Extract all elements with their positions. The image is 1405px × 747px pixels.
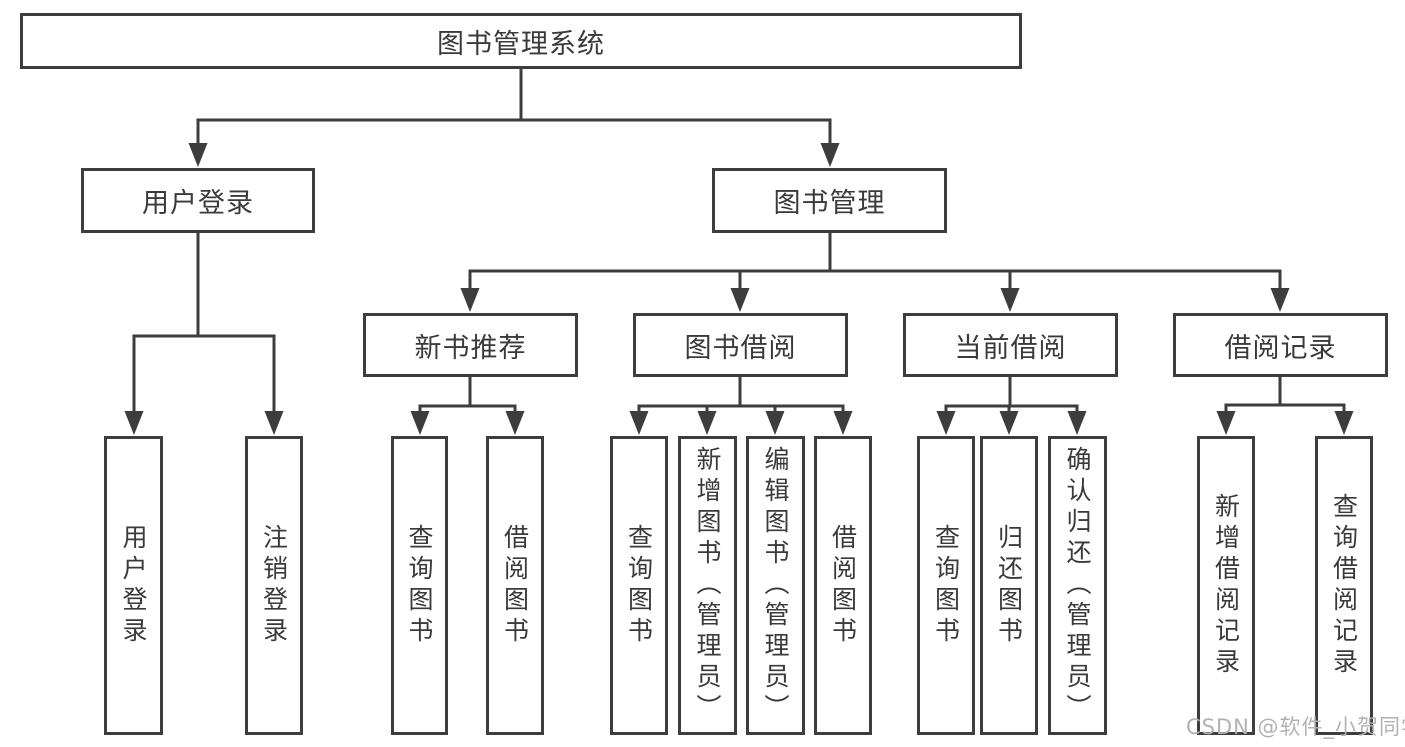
- leaf-bb-query-books: 查询图书: [610, 436, 668, 735]
- leaf-nbr-borrow-books-label: 借阅图书: [500, 523, 530, 648]
- leaf-bb-borrow-books: 借阅图书: [814, 436, 872, 735]
- node-current-borrowing-label: 当前借阅: [954, 332, 1067, 364]
- leaf-bb-edit-books-admin-label: 编辑图书（管理员）: [761, 446, 790, 725]
- leaf-cb-confirm-return-admin-label: 确认归还（管理员）: [1063, 446, 1092, 725]
- leaf-cb-return-books: 归还图书: [980, 436, 1038, 735]
- leaf-bb-borrow-books-label: 借阅图书: [828, 523, 858, 648]
- arrowheads: [124, 143, 1354, 435]
- leaf-bb-add-books-admin-label: 新增图书（管理员）: [693, 446, 722, 725]
- leaf-cb-confirm-return-admin: 确认归还（管理员）: [1048, 436, 1107, 735]
- leaf-cb-return-books-label: 归还图书: [994, 523, 1024, 648]
- node-new-book-recommendation: 新书推荐: [363, 313, 578, 377]
- node-borrowing-records: 借阅记录: [1173, 313, 1388, 377]
- leaf-logout-login-label: 注销登录: [259, 523, 289, 648]
- leaf-br-query-borrow-record-label: 查询借阅记录: [1329, 492, 1359, 679]
- node-borrowing-records-label: 借阅记录: [1224, 332, 1337, 364]
- watermark: CSDN @软件_小贺同学: [1186, 715, 1405, 739]
- leaf-bb-add-books-admin: 新增图书（管理员）: [678, 436, 737, 735]
- leaf-cb-query-books-label: 查询图书: [931, 523, 961, 648]
- leaf-user-login: 用户登录: [104, 436, 163, 735]
- leaf-logout-login: 注销登录: [245, 436, 303, 735]
- leaf-bb-edit-books-admin: 编辑图书（管理员）: [746, 436, 805, 735]
- node-user-login-label: 用户登录: [142, 188, 254, 219]
- node-book-borrowing-label: 图书借阅: [684, 332, 797, 364]
- leaf-nbr-query-books: 查询图书: [391, 436, 448, 735]
- leaf-bb-query-books-label: 查询图书: [624, 523, 654, 648]
- node-user-login: 用户登录: [81, 168, 315, 233]
- node-system-root: 图书管理系统: [20, 13, 1022, 69]
- leaf-nbr-borrow-books: 借阅图书: [486, 436, 544, 735]
- node-current-borrowing: 当前借阅: [903, 313, 1118, 377]
- node-book-management: 图书管理: [712, 168, 947, 233]
- leaf-cb-query-books: 查询图书: [917, 436, 975, 735]
- node-book-borrowing: 图书借阅: [633, 313, 848, 377]
- node-new-book-recommendation-label: 新书推荐: [414, 332, 527, 364]
- leaf-br-add-borrow-record: 新增借阅记录: [1197, 436, 1255, 735]
- node-book-management-label: 图书管理: [773, 188, 886, 219]
- leaf-br-add-borrow-record-label: 新增借阅记录: [1211, 492, 1241, 679]
- leaf-br-query-borrow-record: 查询借阅记录: [1315, 436, 1373, 735]
- leaf-nbr-query-books-label: 查询图书: [405, 523, 434, 648]
- leaf-user-login-label: 用户登录: [119, 523, 148, 648]
- node-system-root-label: 图书管理系统: [437, 28, 605, 60]
